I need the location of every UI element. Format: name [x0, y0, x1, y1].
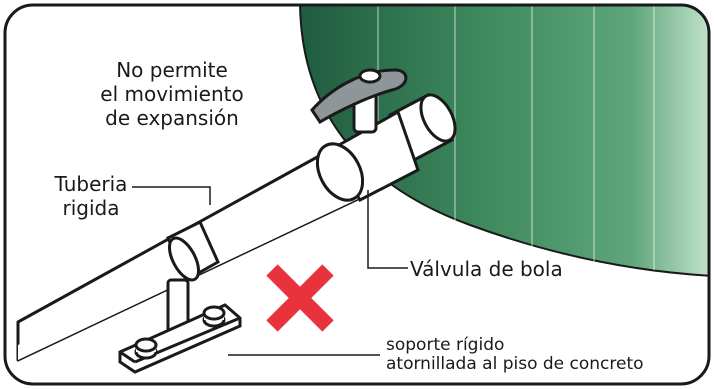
- no-expansion-line1: No permite: [116, 58, 228, 82]
- support-label-line1: soporte rígido: [386, 335, 505, 355]
- pipe-label: Tuberia rigida: [46, 172, 136, 220]
- support-label: soporte rígido atornillada al piso de co…: [386, 336, 644, 374]
- support-label-line2: atornillada al piso de concreto: [386, 354, 644, 374]
- pipe-coupling: [166, 219, 220, 283]
- water-tank: [298, 5, 709, 278]
- pipe-label-line1: Tuberia: [54, 172, 128, 196]
- valve-leader: [367, 190, 408, 269]
- valve-label: Válvula de bola: [410, 257, 563, 281]
- pipe-label-line2: rigida: [62, 196, 120, 220]
- ball-valve: [310, 68, 457, 202]
- leader-lines: [132, 186, 408, 356]
- no-expansion-line2: el movimiento: [100, 82, 244, 106]
- no-expansion-label: No permite el movimiento de expansión: [92, 58, 252, 130]
- frame: [3, 3, 711, 386]
- valve-handle: [310, 68, 408, 125]
- x-mark-icon: [266, 264, 334, 332]
- pipe-leader: [132, 186, 211, 205]
- no-expansion-line3: de expansión: [105, 106, 239, 130]
- rigid-support: [118, 278, 242, 374]
